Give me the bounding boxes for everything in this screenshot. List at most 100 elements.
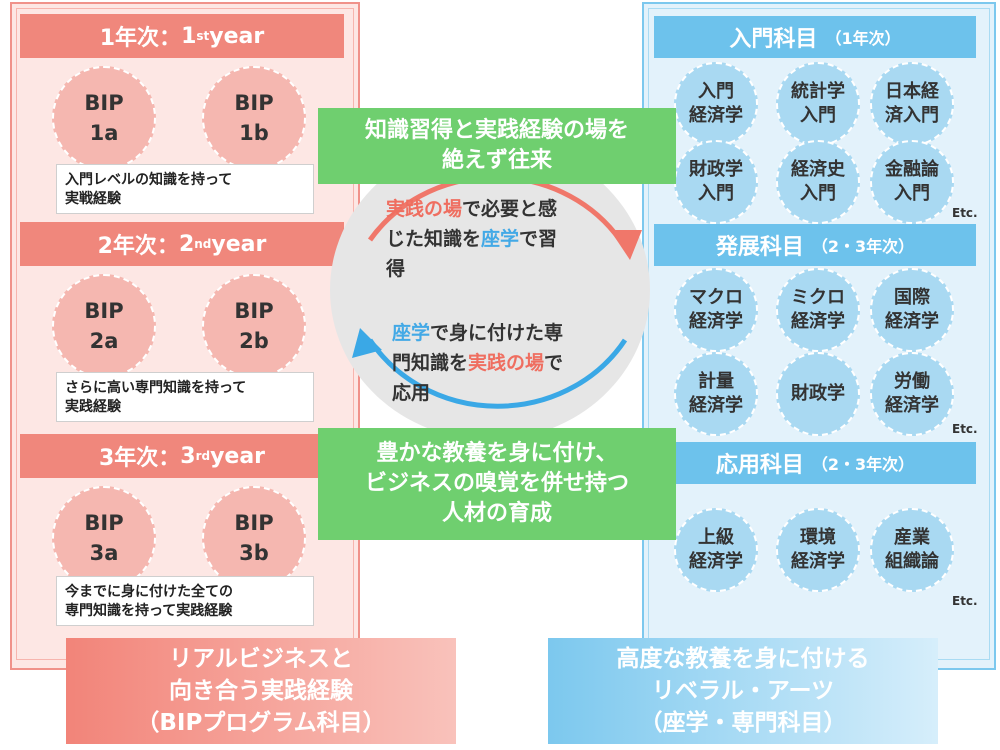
subject-circle: 上級 経済学 [674, 508, 758, 592]
subject-line: 経済学 [885, 311, 939, 332]
subject-line: 統計学 [791, 81, 845, 102]
banner-line: リベラル・アーツ [651, 678, 835, 704]
applied-courses-header: 応用科目（2・3年次） [654, 442, 976, 484]
bip-2b-circle: BIP 2b [202, 274, 306, 378]
year-number: 2 [178, 231, 195, 257]
subject-line: 環境 [800, 527, 836, 548]
subject-circle: 産業 組織論 [870, 508, 954, 592]
category-title: 入門科目 [729, 27, 818, 52]
year-2-description: さらに高い専門知識を持って 実践経験 [56, 372, 314, 422]
cycle-circle [330, 140, 650, 440]
subject-line: 財政学 [689, 159, 743, 180]
cycle-text-lower: 座学で身に付けた専 門知識を実践の場で 応用 [392, 318, 632, 408]
subject-line: 組織論 [885, 551, 939, 572]
year-word: year [209, 23, 265, 49]
practice-field-term: 実践の場 [386, 198, 463, 220]
year-3-description: 今までに身に付けた全ての 専門知識を持って実践経験 [56, 576, 314, 626]
category-note: （2・3年次） [811, 237, 915, 256]
subject-circle: 入門 経済学 [674, 62, 758, 146]
description-line: 専門知識を持って実践経験 [65, 603, 233, 619]
etc-label: Etc. [952, 594, 978, 608]
description-line: 実践経験 [65, 399, 121, 415]
bip-2a-circle: BIP 2a [52, 274, 156, 378]
description-line: 入門レベルの知識を持って [65, 172, 233, 188]
bottom-arc-arrow [367, 338, 628, 409]
text-fragment: 得 [386, 258, 406, 280]
cycle-text-upper: 実践の場で必要と感 じた知識を座学で習 得 [386, 194, 626, 284]
text-fragment: で習 [519, 228, 558, 250]
liberal-arts-banner: 高度な教養を身に付ける リベラル・アーツ （座学・専門科目） [548, 638, 938, 744]
subject-line: 経済学 [689, 395, 743, 416]
etc-label: Etc. [952, 422, 978, 436]
subject-line: 経済学 [689, 311, 743, 332]
text-fragment: で身に付けた専 [430, 322, 564, 344]
bip-1b-circle: BIP 1b [202, 66, 306, 170]
subject-circle: 経済史 入門 [776, 140, 860, 224]
bip-code: 1a [89, 121, 119, 145]
subject-line: 入門 [894, 183, 930, 204]
subject-line: 計量 [698, 371, 734, 392]
year-1-description: 入門レベルの知識を持って 実戦経験 [56, 164, 314, 214]
subject-line: 経済学 [885, 395, 939, 416]
subject-line: 日本経 [885, 81, 939, 102]
subject-line: 産業 [894, 527, 930, 548]
practice-field-term: 実践の場 [468, 352, 545, 374]
subject-line: 金融論 [885, 159, 939, 180]
category-note: （1年次） [825, 29, 901, 48]
subject-circle: マクロ 経済学 [674, 268, 758, 352]
bip-code: 2b [239, 329, 269, 353]
subject-circle: 国際 経済学 [870, 268, 954, 352]
advanced-courses-header: 発展科目（2・3年次） [654, 224, 976, 266]
bip-3a-circle: BIP 3a [52, 486, 156, 590]
bip-3b-circle: BIP 3b [202, 486, 306, 590]
subject-line: 財政学 [791, 383, 845, 404]
banner-line: 向き合う実践経験 [169, 678, 353, 704]
banner-line: （BIPプログラム科目） [136, 710, 386, 736]
text-fragment: じた知識を [386, 228, 482, 250]
etc-label: Etc. [952, 206, 978, 220]
subject-circle: 環境 経済学 [776, 508, 860, 592]
year-word: year [211, 231, 267, 257]
bip-label: BIP [84, 91, 124, 115]
subject-line: 入門 [800, 105, 836, 126]
intro-courses-header: 入門科目 （1年次） [654, 16, 976, 58]
box-line: 知識習得と実践経験の場を [364, 118, 629, 143]
text-fragment: で必要と感 [462, 198, 558, 220]
box-line: 絶えず往来 [441, 148, 552, 173]
text-fragment: で [544, 352, 564, 374]
subject-line: 経済学 [689, 105, 743, 126]
subject-line: 入門 [800, 183, 836, 204]
subject-line: 経済学 [689, 551, 743, 572]
bip-program-banner: リアルビジネスと 向き合う実践経験 （BIPプログラム科目） [66, 638, 456, 744]
text-fragment: 門知識を [392, 352, 469, 374]
knowledge-exchange-box: 知識習得と実践経験の場を 絶えず往来 [318, 108, 676, 184]
subject-line: 労働 [894, 371, 930, 392]
year-label: 3年次： [98, 446, 181, 471]
banner-line: リアルビジネスと [169, 646, 353, 672]
subject-line: 入門 [698, 81, 734, 102]
description-line: 実戦経験 [65, 191, 121, 207]
subject-circle: 財政学 入門 [674, 140, 758, 224]
subject-circle: 計量 経済学 [674, 352, 758, 436]
year-number: 1 [181, 23, 197, 49]
subject-line: 済入門 [885, 105, 939, 126]
subject-line: 上級 [698, 527, 734, 548]
category-title: 応用科目 [715, 453, 804, 478]
year-number: 3 [180, 443, 196, 469]
bip-label: BIP [84, 511, 124, 535]
banner-line: （座学・専門科目） [639, 710, 847, 736]
right-arrowhead-icon [610, 230, 642, 260]
subject-line: ミクロ [791, 287, 845, 308]
subject-circle: 統計学 入門 [776, 62, 860, 146]
year-suffix: rd [195, 449, 211, 463]
description-line: さらに高い専門知識を持って [65, 380, 247, 396]
classroom-term: 座学 [481, 228, 520, 250]
bip-code: 2a [89, 329, 119, 353]
year-suffix: nd [194, 237, 212, 251]
bip-label: BIP [234, 299, 274, 323]
banner-line: 高度な教養を身に付ける [616, 646, 870, 672]
year-label: 1年次： [99, 26, 182, 51]
bip-label: BIP [234, 511, 274, 535]
talent-development-box: 豊かな教養を身に付け、 ビジネスの嗅覚を併せ持つ 人材の育成 [318, 428, 676, 540]
